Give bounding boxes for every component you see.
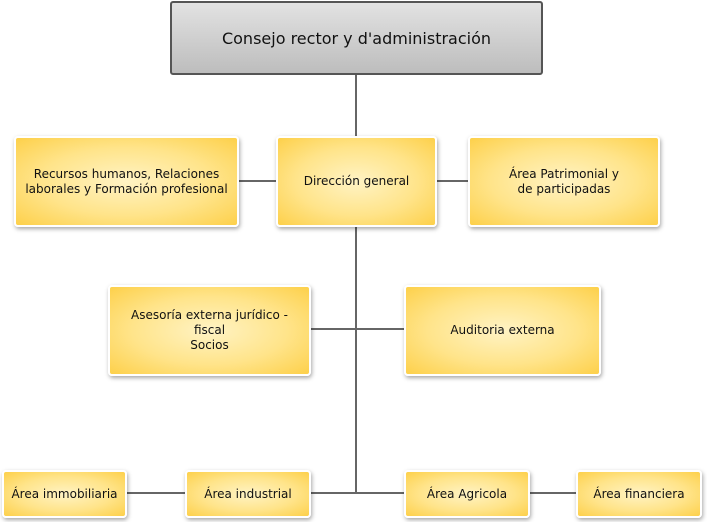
node-recursos-humanos: Recursos humanos, Relaciones laborales y… [14,136,239,227]
node-label: Área Agricola [426,486,508,501]
node-label: Área financiera [593,486,685,501]
connector-level3 [126,492,576,494]
node-area-immobiliaria: Área immobiliaria [2,470,127,518]
node-direccion-general: Dirección general [276,136,437,227]
node-label: Consejo rector y d'administración [221,28,492,48]
connector-vertical [355,75,357,494]
node-label: Área immobiliaria [11,486,118,501]
node-label: Área Patrimonial y de participadas [508,166,620,196]
node-label: Auditoria externa [450,323,555,337]
node-label-2: Socios [190,338,229,352]
node-consejo-rector: Consejo rector y d'administración [170,1,543,75]
node-area-patrimonial: Área Patrimonial y de participadas [468,136,660,227]
node-label: Asesoría externa jurídico - fiscal [131,308,288,337]
node-area-financiera: Área financiera [576,470,702,518]
node-label: Área industrial [204,486,292,501]
node-auditoria-externa: Auditoria externa [404,285,601,376]
node-area-industrial: Área industrial [185,470,311,518]
node-area-agricola: Área Agricola [404,470,530,518]
node-label: Dirección general [303,174,410,188]
node-label: Recursos humanos, Relaciones laborales y… [25,166,228,196]
connector-level2 [310,328,404,330]
